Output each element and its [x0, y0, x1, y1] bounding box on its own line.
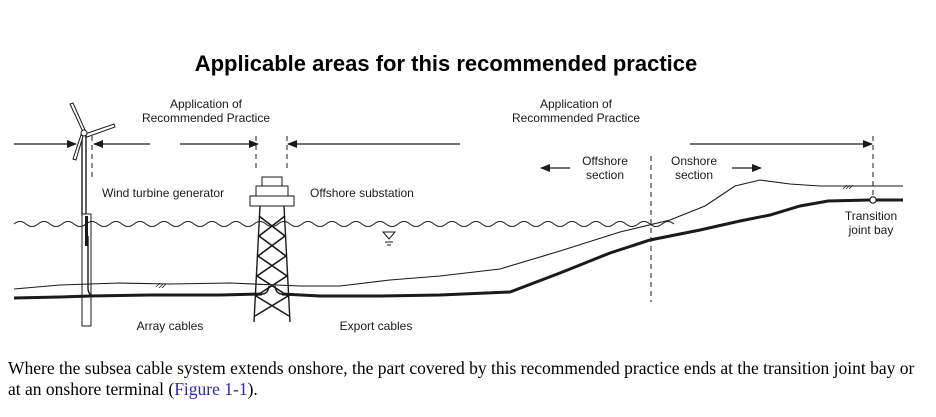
array-cable: [13, 292, 263, 300]
seabed-bed-lines: [155, 184, 854, 289]
export-cable: [281, 198, 903, 298]
figure-caption: Where the subsea cable system extends on…: [8, 358, 928, 400]
application-right-line1: Application of: [540, 97, 613, 111]
export-cables-label: Export cables: [340, 319, 413, 333]
onshore-section-line1: Onshore: [671, 154, 717, 168]
array-cables-label: Array cables: [137, 319, 204, 333]
offshore-section-line1: Offshore: [582, 154, 628, 168]
application-left-line2: Recommended Practice: [142, 111, 270, 125]
turbine-cable-drop: [87, 236, 97, 297]
transition-label-line2: joint bay: [848, 223, 894, 237]
offshore-section-line2: section: [586, 168, 624, 182]
seabed-profile: [13, 179, 903, 290]
offshore-substation-label: Offshore substation: [310, 186, 414, 200]
wind-turbine-icon: [69, 102, 116, 327]
sea-surface: [13, 221, 675, 227]
application-right-line2: Recommended Practice: [512, 111, 640, 125]
caption-suffix: ).: [247, 379, 258, 399]
onshore-section-line2: section: [675, 168, 713, 182]
water-level-icon: [381, 231, 397, 246]
transition-joint-marker: [869, 196, 877, 204]
figure-link[interactable]: Figure 1-1: [174, 379, 248, 399]
wind-turbine-label: Wind turbine generator: [102, 186, 224, 200]
cable-system-diagram: Applicable areas for this recommended pr…: [13, 51, 903, 333]
caption-text: Where the subsea cable system extends on…: [8, 358, 915, 399]
application-left-line1: Application of: [170, 97, 243, 111]
extent-dashed-lines: [91, 136, 874, 302]
substation-cable-drops: [261, 285, 283, 295]
diagram-title: Applicable areas for this recommended pr…: [195, 51, 698, 76]
transition-label-line1: Transition: [845, 209, 897, 223]
offshore-substation-icon: [249, 176, 295, 323]
